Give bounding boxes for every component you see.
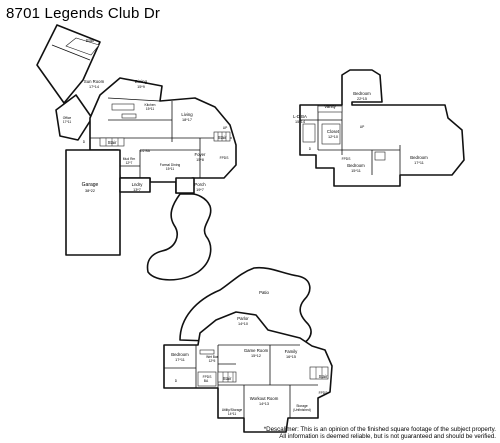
utility-dim: 14*11 <box>228 412 237 416</box>
porch-dim: 19*7 <box>196 188 204 192</box>
parlor-dim: 14*10 <box>238 322 248 326</box>
office-label: Office <box>63 116 72 120</box>
garage-label: Garage <box>82 182 99 188</box>
stair-low2-shape <box>309 366 329 380</box>
kitchen-dim: 15*11 <box>146 107 155 111</box>
vanity-label: Vanity <box>324 104 336 109</box>
upper-level <box>299 69 465 187</box>
porch-wall <box>175 177 195 194</box>
lower-level <box>163 266 333 433</box>
family-label: Family <box>285 349 299 354</box>
bedroom-up1-label: Bedroom <box>353 91 371 96</box>
bedroom-up2-label: Bedroom <box>347 163 365 168</box>
sun-room-dim: 17*14 <box>89 85 99 89</box>
foyer-label: Foyer <box>195 152 207 157</box>
bedroom-low-dim: 17*11 <box>175 358 185 362</box>
lndry-label: Lndry <box>132 182 144 187</box>
wet-bar-label: Wet Bar <box>206 355 219 359</box>
kitchen-counter <box>111 103 135 111</box>
game-room-label: Game Room <box>244 348 269 353</box>
bath-lower <box>197 371 217 387</box>
bedroom-up3-dim: 17*11 <box>414 161 424 165</box>
fpds-lower: FPDS <box>203 375 213 379</box>
parlor-label: Parlor <box>237 316 249 321</box>
lndry-dim: 13*7 <box>133 188 141 192</box>
living-label: Living <box>181 112 193 117</box>
tub <box>302 123 316 143</box>
room-labels: Stair Sun Room 17*14 Dining 15*9 Kitchen… <box>63 38 428 416</box>
kitchen-label: Kitchen <box>145 103 156 107</box>
stair-a-label: Stair <box>86 38 95 43</box>
patio-label: Patio <box>259 290 269 295</box>
laundry-wall <box>119 177 151 193</box>
main-level <box>36 24 237 281</box>
porch-label: Porch <box>194 182 206 187</box>
office-wall <box>55 94 93 141</box>
sun-room-label: Sun Room <box>84 79 105 84</box>
storage-label: Storage <box>296 404 308 408</box>
upper-level-wall <box>299 69 465 187</box>
closet-dim: 12*10 <box>328 135 338 139</box>
closet-core <box>321 123 341 145</box>
foyer-dim: 15*8 <box>196 158 204 162</box>
vanity-counter <box>317 105 343 113</box>
formal-dining-dim: 15*11 <box>166 167 175 171</box>
sun-room-wall <box>36 24 101 104</box>
d-upper: D <box>309 147 312 151</box>
bedroom-low-label: Bedroom <box>171 352 189 357</box>
stair-c-label: Stair <box>108 140 117 145</box>
workout-label: Workout Room <box>250 396 279 401</box>
fixture-labels: UP UP FPDS FPDS FPDS FPDS D D D BA <box>83 125 365 395</box>
mud-rm-label: Mud Rm <box>123 157 136 161</box>
bedroom-up1-dim: 22*15 <box>357 97 367 101</box>
office-dim: 17*11 <box>63 120 72 124</box>
wet-bar-counter <box>199 349 215 355</box>
lo-ba-label: L-D BA <box>293 114 307 119</box>
garage-dim: 38*22 <box>85 189 95 193</box>
living-dim: 18*17 <box>182 118 192 122</box>
disclaimer: *Descalimer: This is an opinion of the f… <box>264 426 496 441</box>
stair-b-label: Stair <box>218 135 227 140</box>
wet-bar-dim: 12*5 <box>209 359 216 363</box>
up-label-b: UP <box>360 125 365 129</box>
storage-dim: (Unfinished) <box>293 408 311 412</box>
dining-label: Dining <box>135 79 148 84</box>
garage-wall <box>65 149 121 256</box>
mud-rm-dim: 12*7 <box>126 161 133 165</box>
disclaimer-line-1: *Descalimer: This is an opinion of the f… <box>263 425 496 433</box>
d-main: D <box>83 140 86 144</box>
workout-dim: 14*13 <box>259 402 269 406</box>
bath-upper <box>374 151 386 161</box>
walkway <box>146 193 212 281</box>
family-dim: 16*15 <box>286 355 296 359</box>
plan-title: 8701 Legends Club Dr <box>6 5 161 22</box>
disclaimer-line-2: All information is deemed reliable, but … <box>279 433 496 441</box>
game-room-dim: 15*12 <box>251 354 261 358</box>
dining-dim: 15*9 <box>137 85 145 89</box>
kitchen-island <box>121 113 137 119</box>
stair-low2-label: Stair <box>319 374 328 379</box>
bath-lower-label: BA <box>204 379 209 383</box>
stair-a-shape <box>65 37 100 56</box>
formal-dining-label: Formal Dining <box>160 163 181 167</box>
half-bath-label: 1/2 BA <box>140 149 151 153</box>
up-label-a: UP <box>223 126 228 130</box>
lo-ba-dim: 15*14 <box>295 120 305 124</box>
fpds-lower2: FPDS <box>319 391 329 395</box>
bedroom-up3-label: Bedroom <box>410 155 428 160</box>
closet-label: Closet <box>327 129 340 134</box>
fpds-main: FPDS <box>220 156 230 160</box>
stair-low1-shape <box>217 371 237 383</box>
utility-label: Utility/Storage <box>222 408 243 412</box>
fpds-upper: FPDS <box>342 157 352 161</box>
d-lower: D <box>175 379 178 383</box>
bedroom-up2-dim: 15*11 <box>351 169 361 173</box>
stair-low1-label: Stair <box>223 376 232 381</box>
